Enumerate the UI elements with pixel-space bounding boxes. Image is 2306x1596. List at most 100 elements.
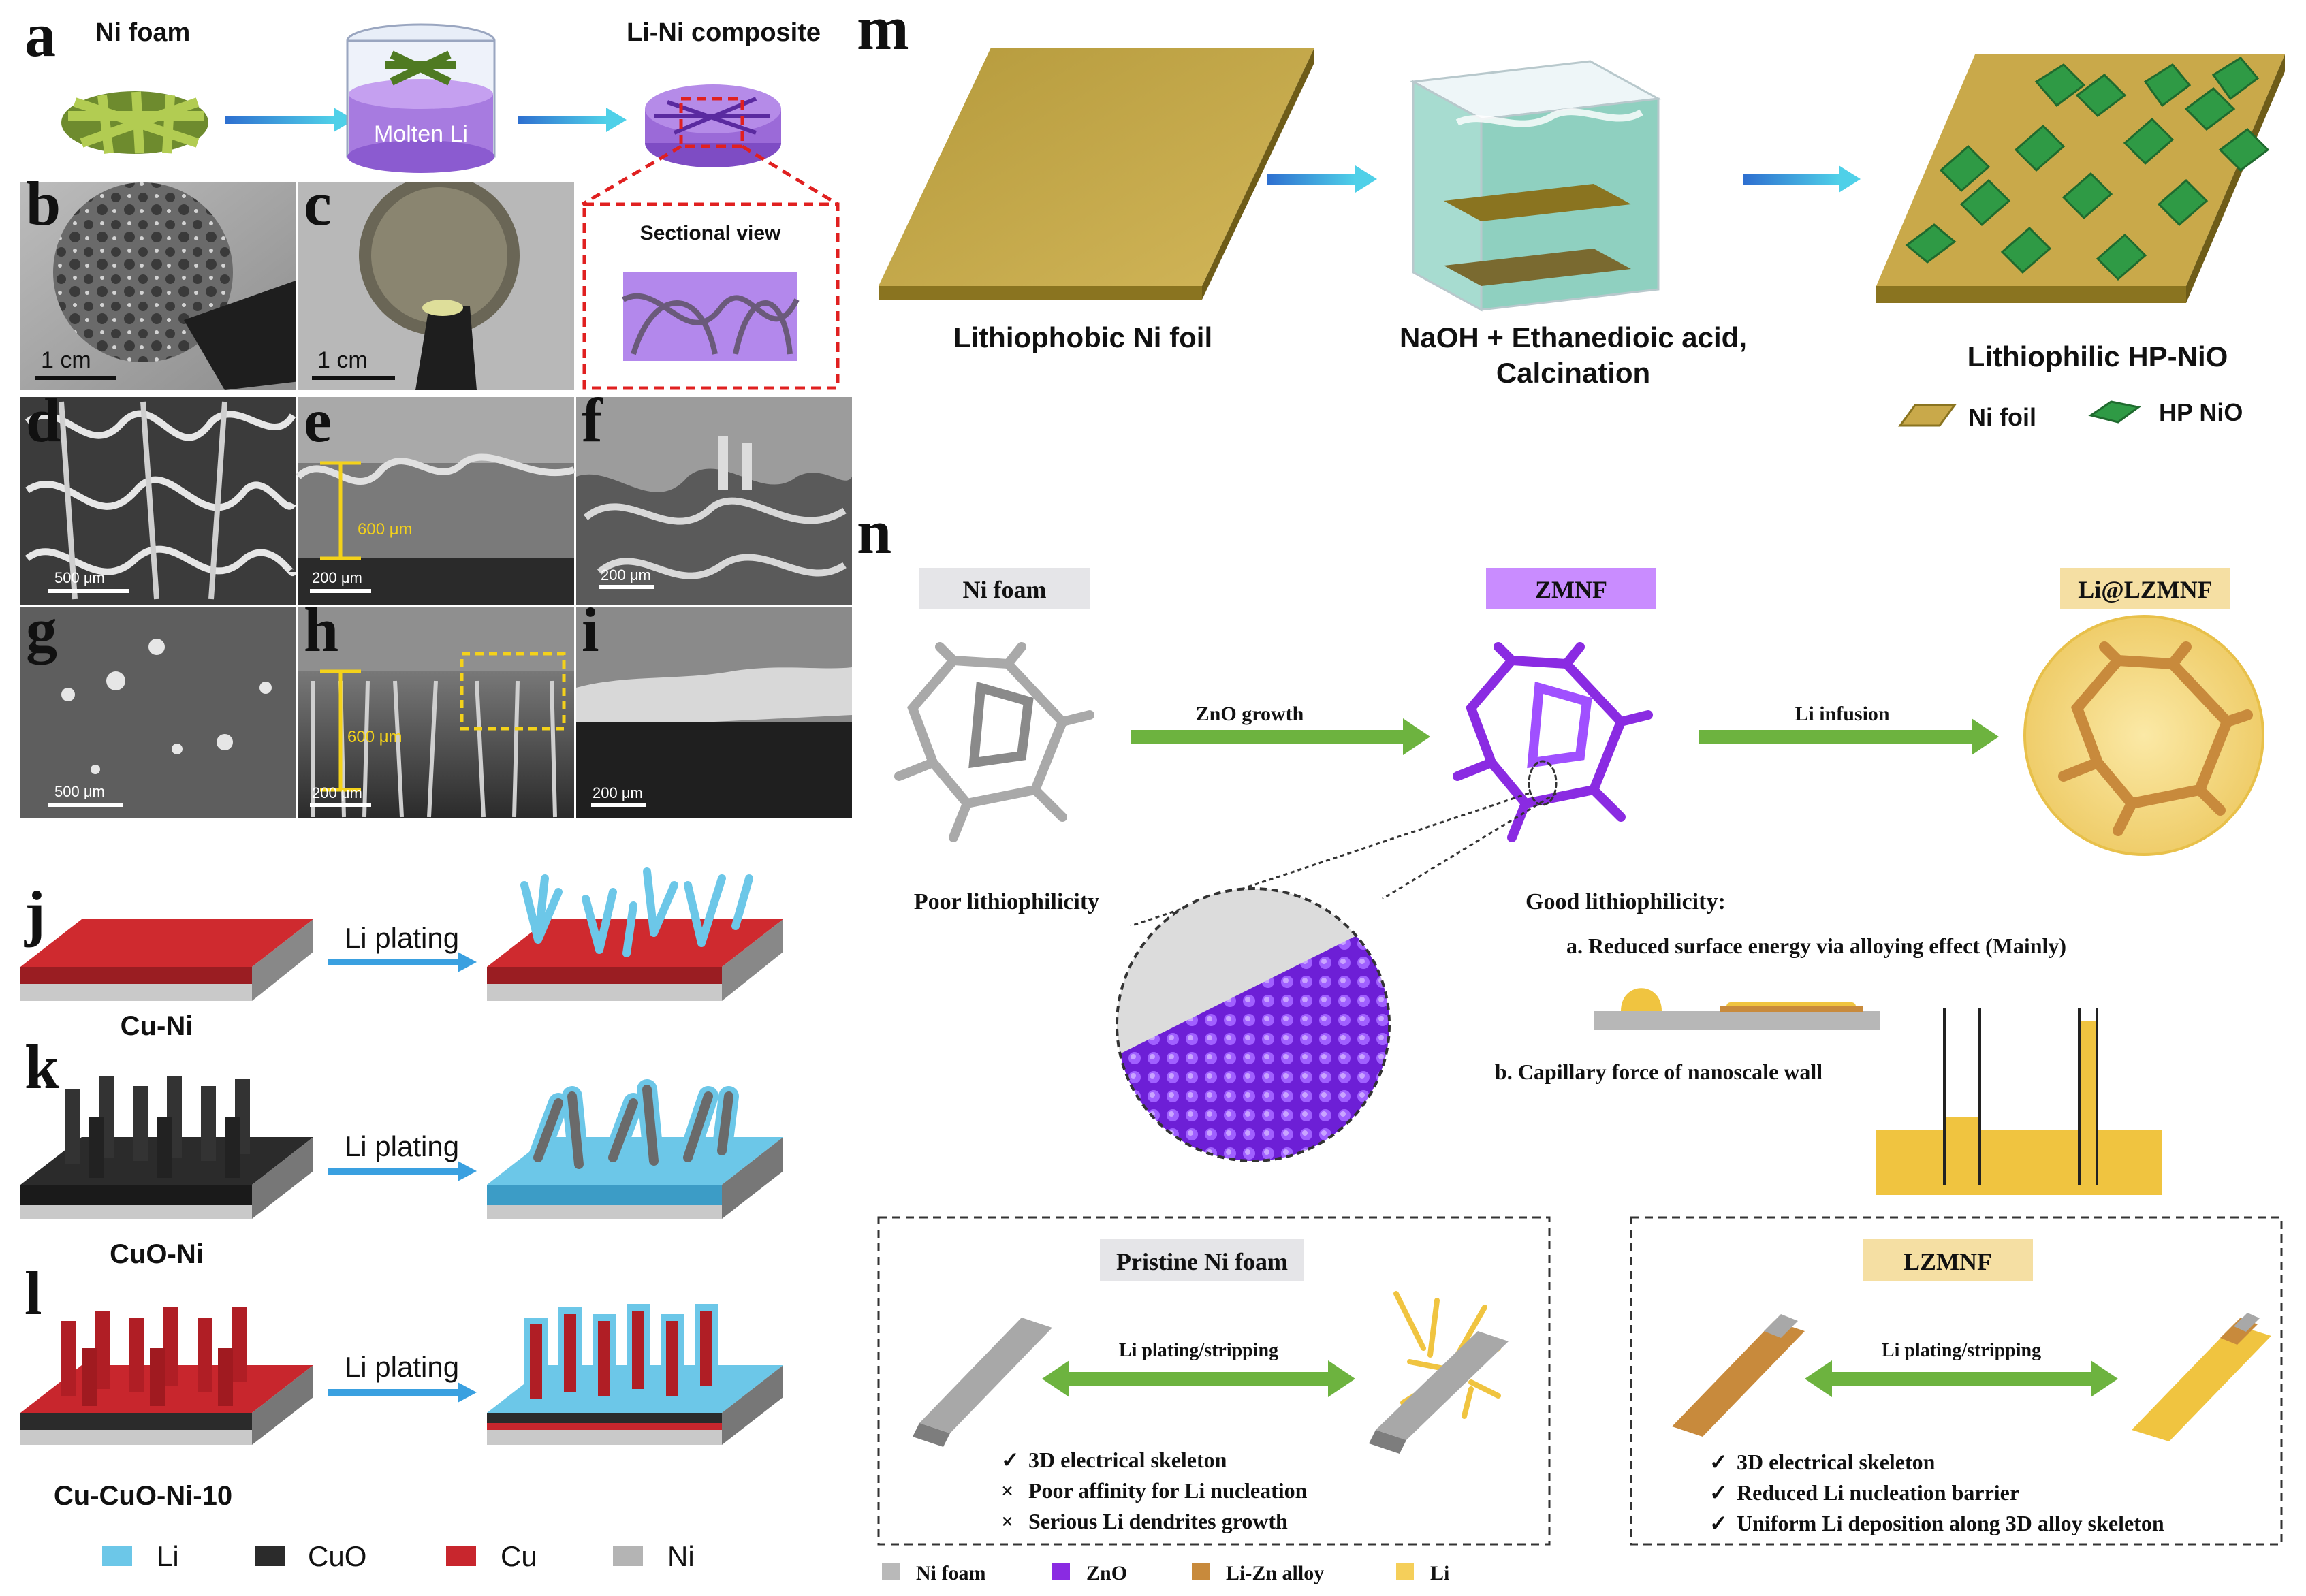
molten-li-label: Molten Li: [374, 121, 468, 147]
legend-ni-foil-label: Ni foil: [1968, 403, 2036, 431]
n-legend-li-swatch: [1396, 1563, 1414, 1580]
legend-cuo-swatch: [255, 1546, 285, 1566]
arrow-l-head: [458, 1382, 477, 1403]
panel-k-letter: k: [25, 1032, 60, 1102]
li-infusion-label: Li infusion: [1795, 703, 1890, 725]
scale-f-label: 200 μm: [601, 566, 651, 584]
arrow-a2: [518, 116, 606, 124]
plating-label-j: Li plating: [345, 922, 459, 954]
arrow-a2-head: [606, 108, 627, 132]
legend-li-label: Li: [157, 1540, 179, 1572]
ni-foil-illustration: [879, 48, 1314, 300]
sem-e: [296, 397, 575, 605]
pristine-point-2: Poor affinity for Li nucleation: [1028, 1478, 1308, 1503]
m-step2-line2: Calcination: [1496, 357, 1650, 389]
legend-cuo-label: CuO: [308, 1540, 366, 1572]
m-step2-line1: NaOH + Ethanedioic acid,: [1400, 321, 1747, 353]
legend-cu-swatch: [446, 1546, 476, 1566]
plating-label-l: Li plating: [345, 1351, 459, 1383]
arrow-a1: [225, 116, 334, 124]
photo-c: [298, 182, 574, 390]
arrow-j-head: [458, 952, 477, 972]
panel-h-letter: h: [304, 595, 338, 665]
cu-cuo-ni-substrate-after: [487, 1304, 783, 1445]
arrow-m2: [1743, 174, 1839, 185]
panel-m-letter: m: [857, 0, 909, 63]
arrow-l: [328, 1389, 458, 1396]
zmnf-skeleton: [1453, 642, 1653, 842]
pristine-arrow-right-head: [1328, 1360, 1355, 1397]
hp-nio-illustration: [1876, 54, 2285, 303]
pristine-title: Pristine Ni foam: [1116, 1248, 1288, 1275]
pristine-point-3: Serious Li dendrites growth: [1028, 1509, 1288, 1533]
legend-hp-nio-label: HP NiO: [2159, 398, 2243, 426]
sem-d: [20, 397, 296, 605]
j-label: Cu-Ni: [121, 1011, 193, 1041]
pristine-rod-before: [913, 1318, 1052, 1447]
lzmnf-arrow: [1832, 1372, 2091, 1386]
arrow-a1-head: [334, 108, 354, 132]
scale-d-label: 500 μm: [54, 569, 105, 586]
lzmnf-rod-after: [2132, 1313, 2271, 1441]
panel-n-letter: n: [857, 497, 891, 566]
pristine-plating-label: Li plating/stripping: [1119, 1340, 1278, 1361]
zno-growth-arrow: [1131, 730, 1403, 744]
zoom-guide-2: [1382, 792, 1557, 900]
li-infusion-arrow: [1699, 730, 1972, 744]
capillary-illustration: [1876, 1008, 2162, 1195]
lzmnf-point-3: Uniform Li deposition along 3D alloy ske…: [1737, 1511, 2164, 1535]
cuo-ni-substrate-before: [20, 1076, 313, 1219]
reason-a-label: a. Reduced surface energy via alloying e…: [1566, 933, 2066, 958]
lzmnf-points: ✓ 3D electrical skeleton ✓ Reduced Li nu…: [1709, 1450, 2164, 1535]
wetting-illustration: [1594, 988, 1880, 1030]
panel-f-letter: f: [582, 385, 603, 455]
zmnf-title-box: [1486, 568, 1656, 609]
molten-li-crucible: [346, 23, 496, 173]
l-label: Cu-CuO-Ni-10: [54, 1481, 232, 1511]
arrow-k-head: [458, 1161, 477, 1181]
n-legend-zno: ZnO: [1086, 1562, 1127, 1584]
composite-label: Li-Ni composite: [627, 18, 821, 47]
lzmnf-plating-label: Li plating/stripping: [1882, 1340, 2041, 1361]
pristine-rod-dendrites: [1369, 1291, 1509, 1454]
sem-i: [576, 607, 852, 818]
m-step3-label: Lithiophilic HP-NiO: [1968, 340, 2228, 372]
arrow-j: [328, 959, 458, 965]
good-lithiophilicity-label: Good lithiophilicity:: [1526, 889, 1726, 914]
lzmnf-box: [1630, 1216, 2283, 1546]
h-thickness-label: 600 μm: [347, 728, 402, 746]
lzmnf-point-1-mark: ✓: [1709, 1450, 1728, 1474]
lzmnf-title: LZMNF: [1904, 1248, 1992, 1275]
legend-ni-foil-swatch: [1898, 404, 1957, 427]
m-legend: Ni foil HP NiO: [1898, 398, 2243, 431]
plating-label-k: Li plating: [345, 1130, 459, 1162]
arrow-m2-head: [1839, 165, 1861, 193]
li-lzmnf-title-box: [2060, 568, 2230, 609]
lzmnf-point-2-mark: ✓: [1709, 1480, 1728, 1505]
ni-foam-title-box: [919, 568, 1090, 609]
pristine-points: ✓ 3D electrical skeleton × Poor affinity…: [1001, 1448, 1308, 1533]
lzmnf-point-1: 3D electrical skeleton: [1737, 1450, 1936, 1474]
pristine-arrow: [1069, 1372, 1328, 1386]
arrow-m1-head: [1355, 165, 1377, 193]
jkl-legend: Li CuO Cu Ni: [102, 1540, 695, 1572]
scale-h-label: 200 μm: [312, 784, 362, 801]
arrow-m1: [1267, 174, 1355, 185]
pristine-point-3-mark: ×: [1001, 1509, 1013, 1533]
legend-ni-swatch: [613, 1546, 643, 1566]
sem-g: [20, 607, 296, 818]
pristine-title-box: [1100, 1239, 1304, 1281]
li-lzmnf-disk: [2023, 615, 2264, 856]
n-ni-foam-title: Ni foam: [963, 576, 1047, 603]
pristine-arrow-left-head: [1042, 1360, 1069, 1397]
legend-hp-nio-swatch: [2088, 400, 2141, 424]
legend-li-swatch: [102, 1546, 132, 1566]
lzmnf-point-3-mark: ✓: [1709, 1511, 1728, 1535]
lzmnf-title-box: [1863, 1239, 2033, 1281]
panel-b-letter: b: [26, 169, 61, 238]
zno-growth-label: ZnO growth: [1196, 703, 1304, 725]
cu-cuo-ni-substrate-before: [20, 1307, 313, 1445]
ni-foam-label: Ni foam: [95, 18, 190, 47]
panel-l-letter: l: [25, 1258, 42, 1328]
